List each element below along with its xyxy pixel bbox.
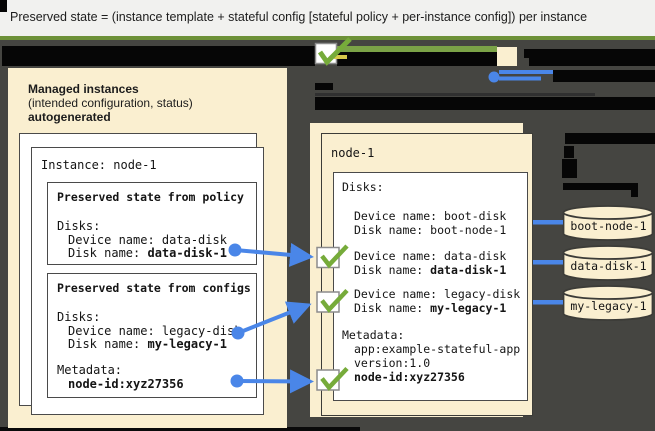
vm-boot-disk-line: Disk name: boot-node-1 [354,223,507,237]
vm-legacy-disk-line: Disk name: my-legacy-1 [354,301,507,315]
vm-title: node-1 [331,146,375,160]
configs-device-line: Device name: legacy-disk [68,324,242,338]
redaction-bar [315,97,655,110]
redaction-mark [315,83,333,90]
redaction-bar [563,183,633,190]
vm-boot-device-line: Device name: boot-disk [354,209,507,223]
policy-disk-line: Disk name: data-disk-1 [68,246,227,260]
vm-legacy-device-line: Device name: legacy-disk [354,287,521,301]
policy-state-box [47,182,257,265]
configs-disk-line: Disk name: my-legacy-1 [68,337,227,351]
vm-data-device-line: Device name: data-disk [354,249,507,263]
left-panel-heading: Managed instances [28,82,139,96]
redaction-bar [565,133,655,144]
disk-cylinder-data: data-disk-1 [562,244,655,282]
redaction-bar [2,46,315,66]
disk-cylinder-boot: boot-node-1 [562,204,655,242]
redaction-mark [564,146,574,158]
green-arrow-line [337,46,497,53]
vm-metadata-node-id: node-id:xyz27356 [354,370,465,384]
policy-box-title: Preserved state from policy [57,190,244,204]
policy-device-line: Device name: data-disk [68,233,227,247]
redaction-mark [631,183,638,197]
vm-state-box [333,172,528,401]
redaction-line [315,93,595,96]
instance-title: Instance: node-1 [41,158,157,172]
disk-cylinder-legacy: my-legacy-1 [562,284,655,322]
configs-disks-label: Disks: [57,310,101,324]
beige-legend-box [497,47,517,66]
vm-disks-label: Disks: [342,180,384,194]
configs-state-box [47,273,257,398]
green-divider-line [0,36,655,40]
corner-mark [0,0,7,12]
disk-label: boot-node-1 [570,219,647,233]
disk-cylinder-icon [562,245,654,281]
disk-cylinder-icon [562,285,654,321]
redaction-bar [524,49,655,58]
redaction-bar [337,52,497,66]
vm-metadata-app: app:example-stateful-app [354,342,521,356]
redaction-mark [562,159,577,178]
vm-data-disk-line: Disk name: data-disk-1 [354,263,507,277]
diagram-title: Preserved state = (instance template + s… [10,10,588,24]
disk-label: data-disk-1 [570,259,647,273]
vm-metadata-label: Metadata: [342,328,405,342]
disk-label: my-legacy-1 [570,299,647,313]
vm-metadata-version: version:1.0 [354,356,431,370]
configs-metadata-value: node-id:xyz27356 [68,377,184,391]
redaction-bar [0,427,360,431]
configs-metadata-label: Metadata: [57,363,123,377]
configs-box-title: Preserved state from configs [57,281,251,295]
left-panel-subheading: (intended configuration, status) [28,96,193,110]
left-panel-heading-autogenerated: autogenerated [28,110,111,124]
title-bar [0,0,655,37]
redaction-bar [553,70,655,82]
redaction-bar [529,57,655,66]
disk-cylinder-icon [562,205,654,241]
policy-disks-label: Disks: [57,219,101,233]
